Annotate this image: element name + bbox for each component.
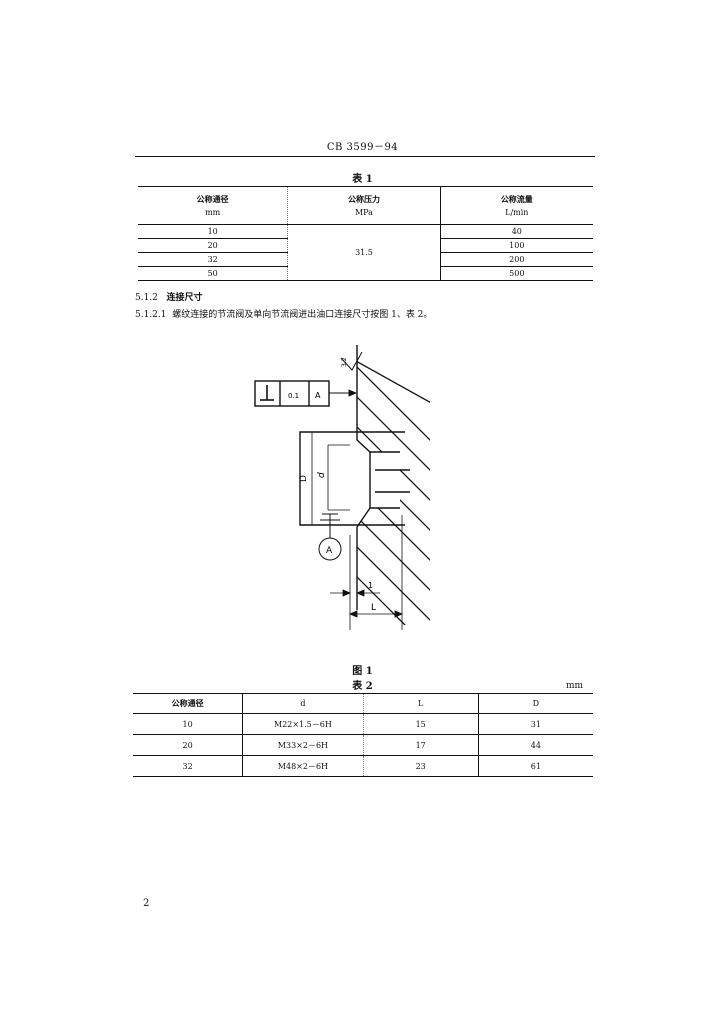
standard-number: CB 3599－94: [326, 142, 399, 153]
table2-header-row: 公称通径 d L D: [133, 693, 593, 714]
roughness-symbol: [340, 345, 363, 385]
table1-cell-diameter: 32: [138, 252, 289, 267]
table2-cell: 31: [478, 713, 593, 735]
table2-cell: 23: [363, 755, 479, 777]
table2-cell: 15: [363, 713, 479, 735]
table1-cell-diameter: 50: [138, 266, 289, 281]
table-row: 20 M33×2－6H 17 44: [133, 734, 593, 756]
table2-cell: 32: [133, 755, 244, 777]
leader-arrow: [329, 389, 358, 397]
table2: 公称通径 d L D 10 M22×1.5－6H 15 31 20 M33×2－…: [133, 693, 593, 777]
table2-cell: M22×1.5－6H: [242, 713, 364, 735]
roughness-value: 3.2: [341, 357, 348, 367]
perpendicularity-icon: [260, 385, 274, 401]
section-heading: 5.1.2 连接尺寸: [135, 290, 203, 303]
table1-cell-flow: 200: [440, 252, 593, 267]
table-row: 10 31.5 40: [138, 224, 593, 281]
table2-cell: M33×2－6H: [242, 734, 364, 756]
section-heading-text: 连接尺寸: [166, 293, 203, 303]
table2-caption: 表 2: [352, 681, 373, 692]
length-dimensions: [330, 515, 404, 630]
table2-cell: 20: [133, 734, 244, 756]
dimension-L-label: L: [371, 603, 376, 613]
datum-marker: [318, 513, 342, 561]
table1-cell-flow: 100: [440, 238, 593, 253]
table2-cell: M48×2－6H: [242, 755, 364, 777]
table1-cell-flow: 40: [440, 224, 593, 239]
table2-header-diameter: 公称通径: [133, 693, 244, 714]
table2-cell: 10: [133, 713, 244, 735]
table2-header-D: D: [478, 693, 593, 714]
table2-header-d: d: [242, 693, 364, 714]
table2-cell: 17: [363, 734, 479, 756]
section-paragraph: 5.1.2.1 螺纹连接的节流阀及单向节流阀进出油口连接尺寸按图 1、表 2。: [135, 307, 432, 320]
page-number: 2: [143, 898, 150, 909]
paragraph-text: 螺纹连接的节流阀及单向节流阀进出油口连接尺寸按图 1、表 2。: [172, 310, 433, 320]
table1-cell-diameter: 20: [138, 238, 289, 253]
tolerance-datum: A: [315, 391, 321, 400]
tolerance-value: 0.1: [288, 392, 299, 400]
header-rule: [135, 156, 595, 157]
table1-cell-diameter: 10: [138, 224, 289, 239]
dimension-1-label: 1: [368, 581, 373, 590]
dimension-d-label: d: [317, 472, 327, 478]
paragraph-number: 5.1.2.1: [135, 310, 167, 320]
table-row: 20 100: [138, 238, 593, 253]
table-row: 10 M22×1.5－6H 15 31: [133, 713, 593, 735]
figure1-drawing: D d 0.1 A 3.2 A 1 L: [254, 345, 430, 630]
diameter-dimensions: [311, 431, 357, 526]
table2-cell: 44: [478, 734, 593, 756]
dimension-D-label: D: [299, 475, 309, 482]
table1-cell-flow: 500: [509, 269, 525, 278]
table-row: 32 200: [138, 252, 593, 267]
figure1-caption: 图 1: [352, 666, 373, 677]
table2-cell: 61: [530, 761, 541, 771]
table-row: 50 500: [138, 266, 593, 281]
table2-header-L: L: [363, 693, 479, 714]
hatched-wall: [357, 350, 430, 625]
table1-caption: 表 1: [352, 174, 373, 185]
table1-cell-pressure: 31.5: [287, 224, 441, 281]
section-heading-number: 5.1.2: [135, 293, 158, 303]
table-row: 32 M48×2－6H 23 61: [133, 755, 593, 777]
table2-unit: mm: [566, 681, 584, 691]
datum-circle-label: A: [326, 546, 333, 556]
